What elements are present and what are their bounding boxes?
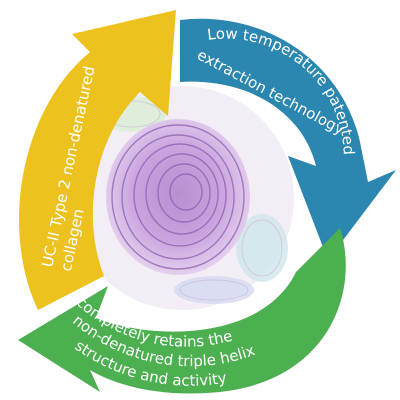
lavender-cell-cluster (174, 276, 254, 304)
blue-cell-cluster (236, 214, 288, 282)
blue-cycle-arrow (180, 18, 396, 261)
green-cycle-arrow (18, 228, 346, 394)
yellow-cycle-arrow (19, 10, 177, 310)
cartilage-cross-section (106, 119, 250, 275)
center-tissue-image (70, 86, 294, 310)
